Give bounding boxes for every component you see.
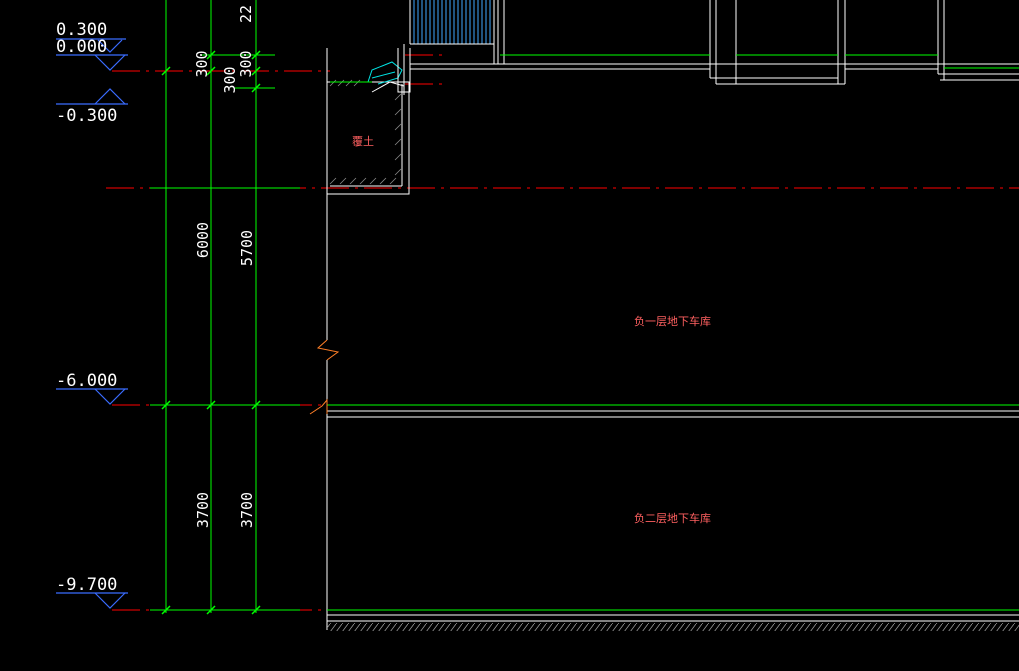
upper-building-frame [498, 0, 1019, 85]
break-line-icon [316, 339, 340, 361]
room-label-b1-garage: 负一层地下车库 [634, 314, 711, 328]
dimension-chains [150, 0, 300, 613]
b1-slab [327, 404, 1019, 418]
dim-text-300-c: 300 [237, 50, 255, 77]
entry-structure [371, 44, 500, 95]
elevation-text-0300: 0.300 [56, 20, 107, 40]
dim-text-3700-b: 3700 [238, 492, 256, 528]
dimension-ticks [161, 50, 261, 615]
dim-text-300-b: 300 [221, 66, 239, 93]
b2-slab [327, 609, 1019, 622]
elevation-text-minus9700: -9.700 [56, 575, 117, 595]
soil-hatch [329, 79, 402, 185]
elevation-markers [56, 38, 128, 609]
elevation-text-minus6000: -6.000 [56, 371, 117, 391]
window-frame [409, 0, 499, 64]
dim-text-300-a: 300 [193, 50, 211, 77]
elevation-text-minus0300: -0.300 [56, 106, 117, 126]
room-label-fill-soil: 覆土 [352, 135, 374, 148]
dim-text-top-partial: 22 [237, 5, 255, 23]
room-label-b2-garage: 负二层地下车库 [634, 511, 711, 525]
dim-text-5700: 5700 [238, 230, 256, 266]
elevation-text-0000: 0.000 [56, 37, 107, 57]
window-glazing [413, 0, 491, 44]
upper-floor-lines [500, 54, 1019, 69]
section-mark-b1 [309, 398, 328, 415]
dim-text-6000: 6000 [194, 222, 212, 258]
dim-text-3700-a: 3700 [194, 492, 212, 528]
foundation-hatch [327, 623, 1019, 631]
canopy-detail [367, 61, 403, 85]
